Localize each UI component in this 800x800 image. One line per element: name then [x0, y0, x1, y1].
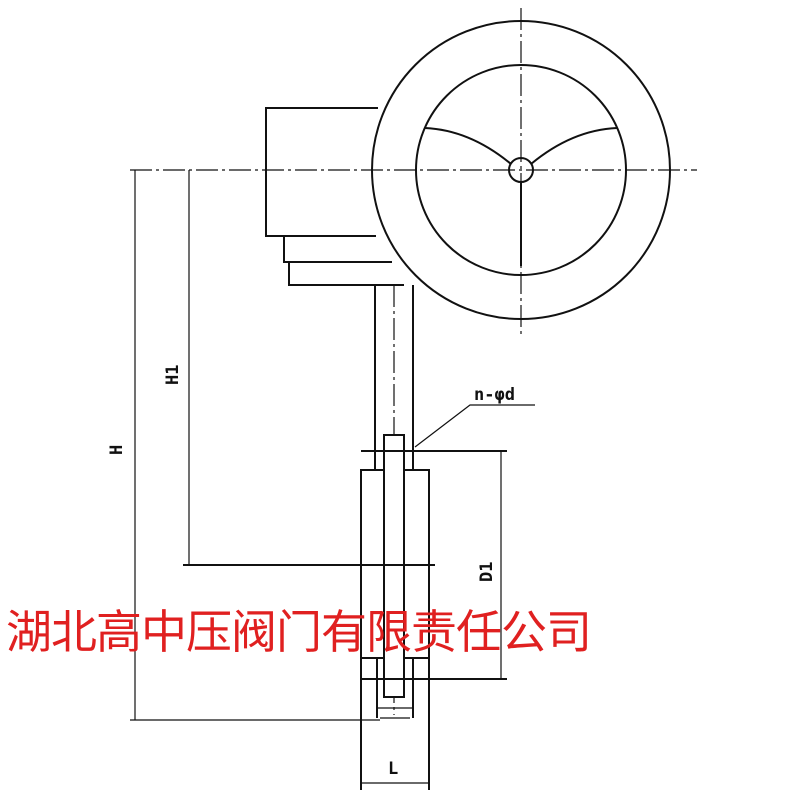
label-H: H: [107, 445, 127, 455]
stem: [374, 285, 414, 470]
company-watermark: 湖北高中压阀门有限责任公司: [6, 605, 592, 659]
bolt-leader: [414, 404, 535, 448]
label-D1: D1: [477, 562, 497, 582]
label-L: L: [388, 759, 398, 779]
label-H1: H1: [163, 365, 183, 385]
gearbox: [265, 107, 404, 286]
handwheel: [371, 20, 671, 320]
label-bolt: n-φd: [474, 385, 515, 405]
